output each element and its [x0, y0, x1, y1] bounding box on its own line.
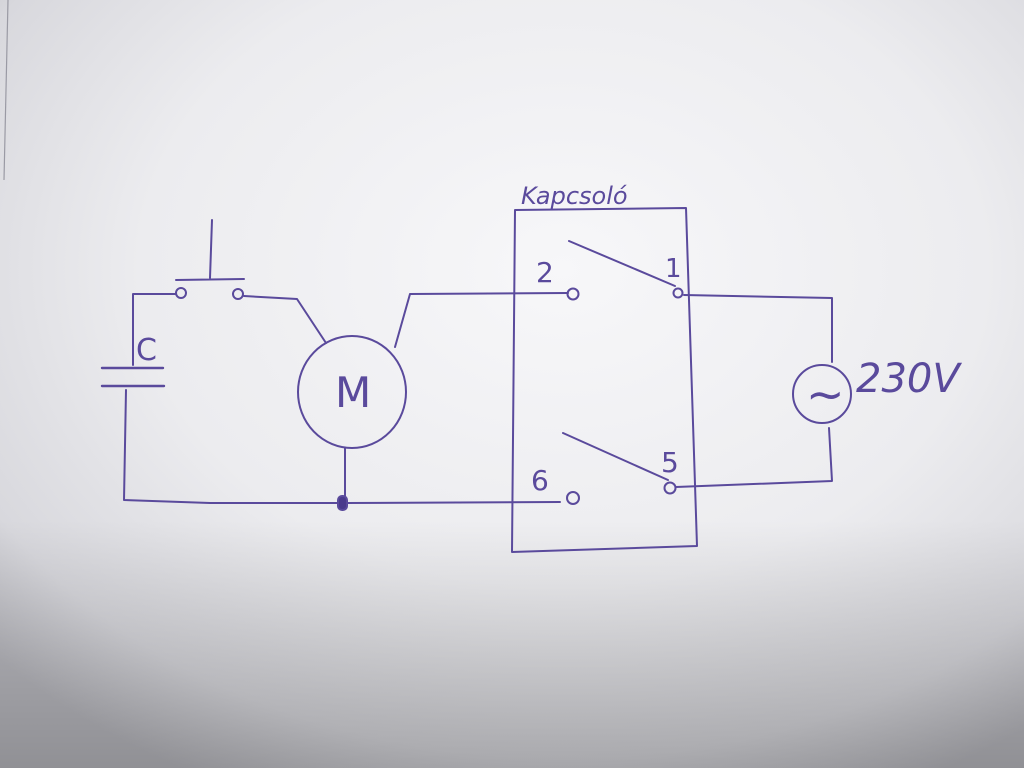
terminal-6-contact [566, 491, 580, 505]
wire-junction-to-terminal-6 [346, 501, 561, 504]
terminal-1-label: 1 [665, 254, 682, 284]
motor-label: M [335, 368, 371, 417]
wire-motor-to-terminal-2 [394, 292, 569, 348]
terminal-2-contact [566, 287, 580, 301]
source-voltage-label: 230V [856, 356, 962, 402]
wire-top-left [132, 293, 177, 366]
terminal-5-contact [663, 481, 677, 495]
motor-circle [297, 335, 407, 449]
terminal-2-label: 2 [536, 256, 554, 289]
terminal-6-label: 6 [531, 464, 549, 497]
switch-box [511, 207, 698, 553]
paper-shadow [0, 520, 1024, 768]
source-symbol: ~ [806, 367, 845, 421]
wire-to-motor-left [243, 295, 327, 344]
switch-box-label: Kapcsoló [521, 182, 628, 210]
junction-dot [337, 495, 348, 511]
wire-terminal-1-to-source [683, 294, 833, 363]
pushbutton-contact-right [232, 288, 244, 300]
switch-lever-lower [562, 432, 669, 481]
paper-left-edge [3, 0, 9, 181]
wire-source-to-terminal-5 [675, 427, 833, 488]
capacitor-label: C [136, 333, 157, 368]
terminal-5-label: 5 [661, 446, 679, 479]
pushbutton-actuator [175, 219, 245, 281]
ac-source-circle [792, 364, 852, 424]
terminal-1-contact [672, 287, 684, 299]
pushbutton-contact-left [175, 287, 187, 299]
switch-lever-upper [568, 240, 676, 287]
wire-capacitor-down [123, 389, 344, 504]
